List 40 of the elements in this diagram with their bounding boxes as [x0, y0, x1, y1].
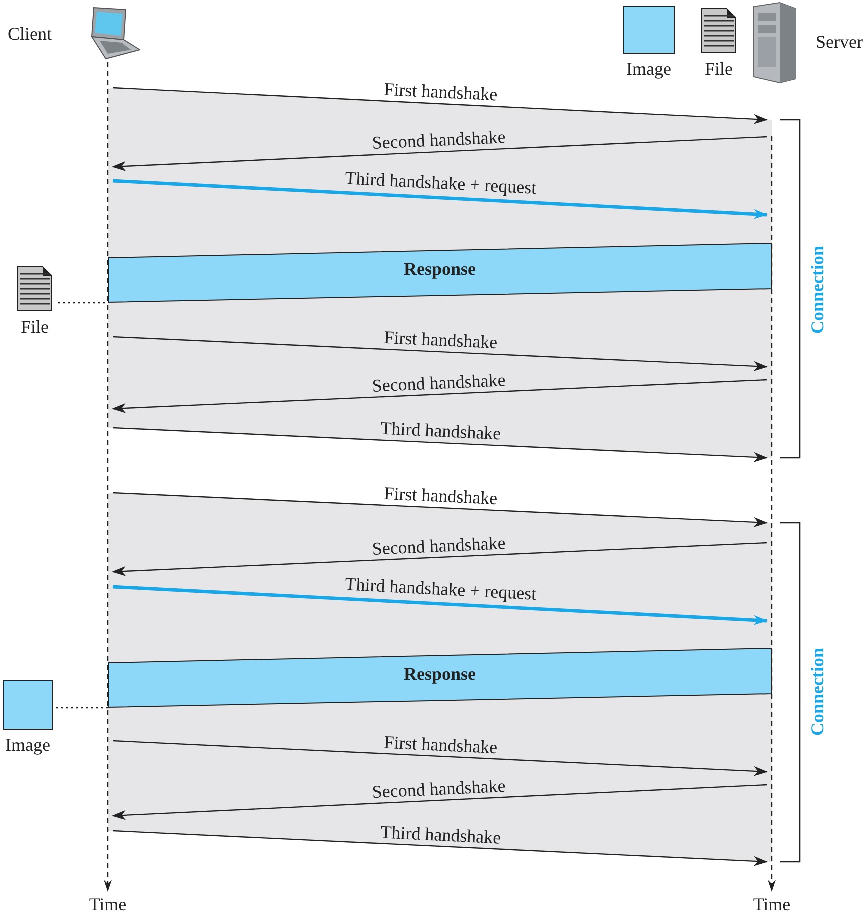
arrow — [112, 336, 768, 372]
arrow — [112, 585, 768, 626]
edge-label: Third handshake — [380, 822, 502, 846]
edge-label: Second handshake — [372, 534, 507, 558]
node-label: File — [20, 316, 49, 338]
connection-label: Connection — [806, 246, 828, 334]
edge-label: Third handshake + request — [344, 575, 537, 603]
arrow — [112, 136, 768, 172]
timeline — [767, 136, 777, 892]
arrow — [112, 379, 768, 414]
edge-label: First handshake — [383, 80, 498, 104]
leader-line — [56, 707, 108, 709]
timeline — [103, 62, 113, 892]
arrow — [112, 830, 768, 866]
node-label: File — [704, 58, 733, 80]
edge-label: Third handshake + request — [344, 169, 537, 197]
node-label: Server — [816, 30, 863, 54]
response-label: Response — [404, 662, 476, 686]
arrow — [112, 492, 768, 528]
arrow — [112, 542, 768, 576]
edge-label: First handshake — [383, 484, 498, 508]
edge-label: First handshake — [383, 328, 498, 352]
edge-label: First handshake — [383, 732, 498, 756]
node-label: Image — [626, 58, 672, 80]
time-label: Time — [89, 894, 127, 916]
edge-label: Third handshake — [380, 419, 502, 443]
node-label: Image — [6, 734, 50, 756]
arrow — [112, 427, 768, 462]
arrow — [112, 784, 768, 820]
arrow — [112, 87, 768, 124]
time-label: Time — [753, 894, 791, 916]
edge-label: Second handshake — [372, 776, 506, 801]
edge-label: Second handshake — [372, 370, 507, 394]
connection-label: Connection — [806, 648, 828, 736]
response-label: Response — [404, 258, 476, 281]
edge-label: Second handshake — [372, 128, 507, 152]
arrow — [112, 179, 768, 220]
arrow — [112, 740, 768, 776]
leader-line — [58, 302, 108, 304]
node-label: Client — [8, 22, 52, 46]
